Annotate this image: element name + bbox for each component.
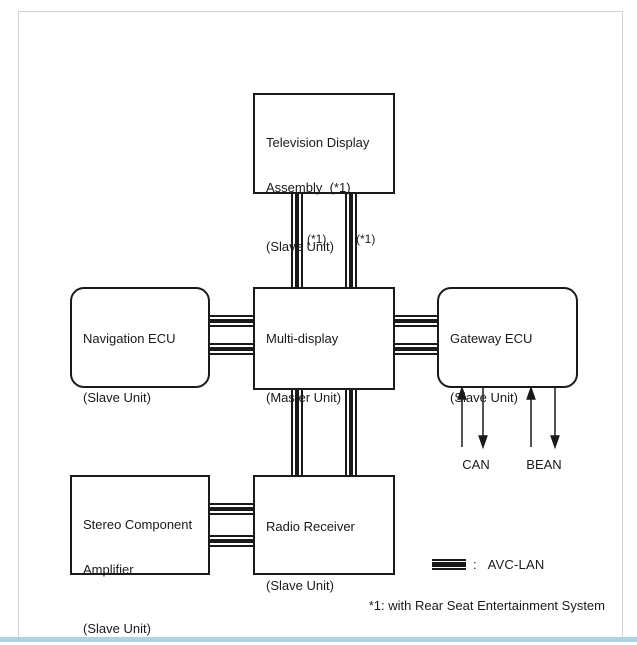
bus-stereo-radio-lower (208, 535, 255, 547)
node-title: Television Display (266, 135, 370, 150)
node-title: Multi-display (266, 331, 339, 346)
node-television-display: Television Display Assembly (*1) (Slave … (253, 93, 395, 254)
bottom-accent-line (0, 637, 637, 642)
node-title: Gateway ECU (450, 331, 533, 346)
node-role: (Slave Unit) (266, 578, 334, 593)
node-role: (Slave Unit) (266, 239, 334, 254)
node-title-line2: Assembly (*1) (266, 180, 351, 195)
node-multi-display: Multi-display (Master Unit) (253, 287, 395, 405)
bus-multi-gateway-lower (393, 343, 439, 355)
node-role: (Slave Unit) (450, 390, 518, 405)
bus-nav-multi-lower (209, 343, 255, 355)
node-stereo-amplifier: Stereo Component Amplifier (Slave Unit) (70, 475, 210, 636)
can-bean-arrows (457, 386, 560, 450)
bus-tv-multi-right (345, 193, 357, 289)
can-label: CAN (462, 457, 490, 472)
wire-label-left: (*1) (307, 232, 327, 246)
node-role: (Master Unit) (266, 390, 342, 405)
bus-nav-multi-upper (209, 315, 255, 327)
wire-label-right: (*1) (356, 232, 376, 246)
legend-colon: : (473, 557, 477, 572)
legend: : AVC-LAN (432, 557, 544, 572)
bean-label: BEAN (526, 457, 562, 472)
legend-label: AVC-LAN (487, 557, 545, 572)
bus-multi-radio-left (291, 388, 303, 477)
node-radio-receiver: Radio Receiver (Slave Unit) (253, 475, 395, 593)
node-title: Stereo Component (83, 517, 193, 532)
bus-multi-radio-right (345, 388, 357, 477)
node-title-line2: Amplifier (83, 562, 134, 577)
node-gateway-ecu: Gateway ECU (Slave Unit) (437, 287, 578, 405)
arrow-down-icon (478, 435, 488, 450)
bus-multi-gateway-upper (393, 315, 439, 327)
bus-tv-multi-left (291, 193, 303, 289)
arrow-down-icon (550, 435, 560, 450)
node-navigation-ecu: Navigation ECU (Slave Unit) (70, 287, 210, 405)
avc-lan-line-icon (432, 559, 466, 570)
arrow-up-icon (526, 386, 536, 400)
arrow-up-icon (457, 386, 467, 400)
node-title: Radio Receiver (266, 519, 355, 534)
node-role: (Slave Unit) (83, 390, 151, 405)
bus-stereo-radio-upper (208, 503, 255, 515)
footnote: *1: with Rear Seat Entertainment System (368, 598, 605, 613)
node-title: Navigation ECU (83, 331, 176, 346)
node-role: (Slave Unit) (83, 621, 151, 636)
